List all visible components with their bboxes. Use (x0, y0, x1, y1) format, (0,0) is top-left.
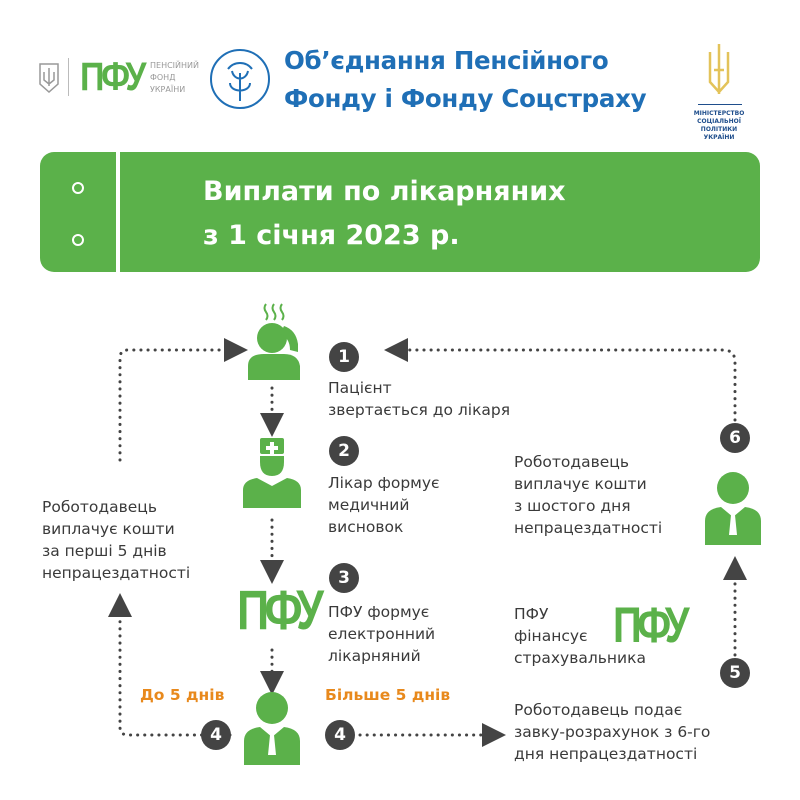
title-banner (40, 152, 760, 272)
banner-divider (116, 152, 120, 272)
arrow-6-to-1 (384, 338, 737, 422)
step-1-badge: 1 (329, 342, 359, 372)
arrow-employer-to-left (108, 593, 232, 737)
pfu-logo-step-5: ПФУ (613, 597, 690, 653)
step-5-badge: 5 (720, 658, 750, 688)
banner-dot (72, 182, 84, 194)
step-3-badge: 3 (329, 563, 359, 593)
banner-dot (72, 234, 84, 246)
up-to-5-days-label: До 5 днів (140, 686, 225, 704)
more-than-5-days-label: Більше 5 днів (325, 686, 451, 704)
ministry-trident-icon (708, 44, 730, 94)
step-4a-badge: 4 (201, 720, 231, 750)
arrow-left-to-patient (118, 338, 248, 462)
step-6-badge: 6 (720, 423, 750, 453)
patient-icon (248, 303, 300, 380)
step-4b-badge: 4 (325, 720, 355, 750)
ministry-divider (698, 104, 742, 105)
employee-icon (244, 692, 300, 765)
step-2-badge: 2 (329, 436, 359, 466)
social-insurance-logo (210, 49, 270, 109)
header-divider (68, 58, 69, 96)
trident-icon (39, 63, 59, 94)
pfu-logo-step-3: ПФУ (237, 578, 324, 641)
pfu-logo: ПФУ (80, 55, 147, 99)
doctor-icon (243, 438, 301, 508)
employer-icon (705, 472, 761, 545)
